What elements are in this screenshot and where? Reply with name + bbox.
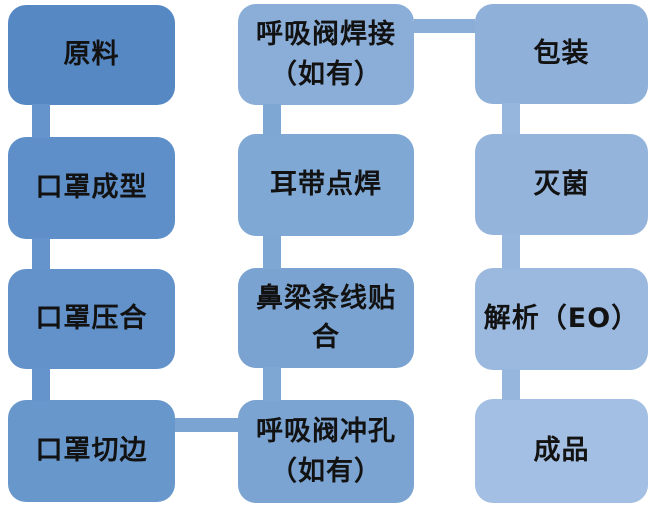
connector-earstrap-to-nosebridge xyxy=(263,235,281,269)
flow-box-mask-pressing: 口罩压合 xyxy=(8,269,175,369)
connector-raw-to-forming xyxy=(32,104,50,138)
flow-box-eo-analysis: 解析（EO） xyxy=(475,268,648,370)
connector-cutting-to-punching xyxy=(175,418,238,432)
flow-box-valve-punching: 呼吸阀冲孔 （如有） xyxy=(238,400,414,503)
flow-box-mask-forming: 口罩成型 xyxy=(8,137,175,239)
connector-nosebridge-to-punching xyxy=(263,367,281,401)
flow-box-sterilization: 灭菌 xyxy=(475,134,648,235)
connector-packaging-to-sterilization xyxy=(502,103,520,135)
flow-box-raw-material: 原料 xyxy=(8,5,175,105)
connector-sterilization-to-analysis xyxy=(502,234,520,269)
flow-box-packaging: 包装 xyxy=(475,4,648,104)
flow-box-ear-strap-welding: 耳带点焊 xyxy=(238,134,414,236)
connector-analysis-to-finished xyxy=(502,369,520,400)
flow-box-finished-product: 成品 xyxy=(475,399,648,503)
connector-welding-to-packaging xyxy=(414,19,475,33)
flow-box-nose-bridge-lamination: 鼻梁条线贴合 xyxy=(238,268,414,368)
connector-forming-to-pressing xyxy=(32,238,50,270)
connector-pressing-to-cutting xyxy=(32,368,50,401)
flow-box-mask-edge-cutting: 口罩切边 xyxy=(8,400,175,502)
flow-box-valve-welding: 呼吸阀焊接 （如有） xyxy=(238,4,414,105)
connector-welding-to-earstrap xyxy=(263,104,281,135)
